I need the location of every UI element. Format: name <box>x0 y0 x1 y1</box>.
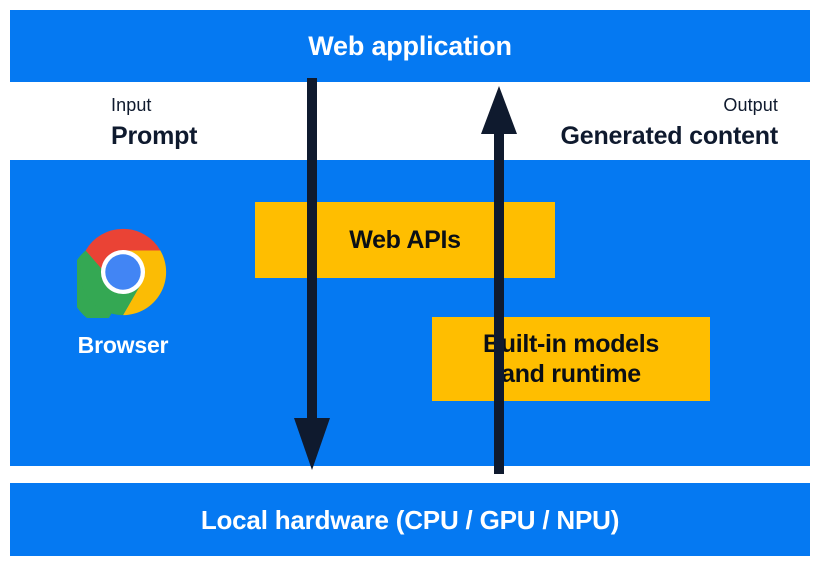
flow-input-value: Prompt <box>111 122 198 150</box>
flow-output-kind: Output <box>723 95 778 115</box>
flow-output-value: Generated content <box>560 122 779 150</box>
layer-local-hardware: Local hardware (CPU / GPU / NPU) <box>10 483 810 556</box>
flow-output-annotation: Output Generated content <box>560 95 779 150</box>
arrow-up-icon <box>481 86 517 474</box>
layer-browser-label: Browser <box>77 332 169 358</box>
flow-input-annotation: Input Prompt <box>111 95 198 150</box>
browser-identity: Browser <box>48 226 198 359</box>
flow-input-kind: Input <box>111 95 152 115</box>
component-builtin-models: Built-in models and runtime <box>432 317 710 401</box>
component-web-apis: Web APIs <box>255 202 555 278</box>
chrome-logo-icon <box>77 228 167 318</box>
component-web-apis-label: Web APIs <box>349 225 461 254</box>
layer-web-application: Web application <box>10 10 810 82</box>
layer-web-application-label: Web application <box>308 31 512 61</box>
layer-local-hardware-label: Local hardware (CPU / GPU / NPU) <box>200 505 620 535</box>
arrow-down-icon <box>294 78 330 470</box>
